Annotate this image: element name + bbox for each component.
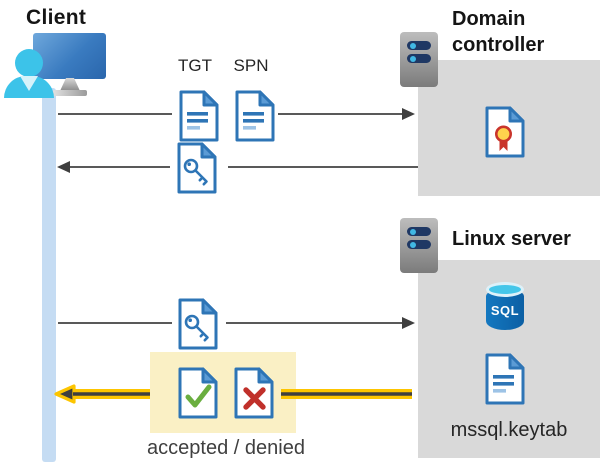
- key-ticket-icon: [177, 142, 217, 194]
- server-bar: [407, 41, 431, 50]
- response-arrow-ticket: [70, 166, 170, 168]
- result-label: accepted / denied: [147, 437, 305, 459]
- key-ticket-icon: [178, 298, 218, 350]
- sql-label: SQL: [490, 303, 520, 318]
- linux-server-icon: [400, 218, 438, 273]
- spn-label: SPN: [233, 56, 269, 75]
- client-lifeline: [42, 88, 56, 462]
- sql-cylinder-top: [486, 282, 524, 297]
- result-arrow: [54, 384, 412, 404]
- client-label: Client: [26, 6, 87, 29]
- request-arrow-tgt: [278, 113, 404, 115]
- denied-document-icon: [234, 367, 274, 419]
- linux-server-label: Linux server: [452, 228, 571, 250]
- server-bar: [407, 240, 431, 249]
- accepted-document-icon: [178, 367, 218, 419]
- response-arrow-ticket-head: [57, 161, 70, 173]
- domain-controller-label: Domain controller: [452, 8, 545, 56]
- monitor-stand: [60, 78, 80, 91]
- spn-document-icon: [235, 90, 275, 142]
- service-request-arrow-head: [402, 317, 415, 329]
- certificate-icon: [485, 106, 525, 158]
- request-arrow-tgt-head: [402, 108, 415, 120]
- keytab-document-icon: [485, 353, 525, 405]
- server-bar: [407, 54, 431, 63]
- response-arrow-ticket: [228, 166, 418, 168]
- request-arrow-tgt: [58, 113, 172, 115]
- server-bar: [407, 227, 431, 236]
- monitor-icon: [33, 33, 106, 79]
- tgt-document-icon: [179, 90, 219, 142]
- user-icon: [15, 49, 43, 77]
- sql-database-icon: SQL: [486, 282, 524, 332]
- monitor-base: [53, 90, 87, 96]
- service-request-arrow: [58, 322, 172, 324]
- tgt-label: TGT: [178, 56, 212, 75]
- service-request-arrow: [226, 322, 404, 324]
- dc-server-icon: [400, 32, 438, 87]
- keytab-label: mssql.keytab: [450, 419, 568, 441]
